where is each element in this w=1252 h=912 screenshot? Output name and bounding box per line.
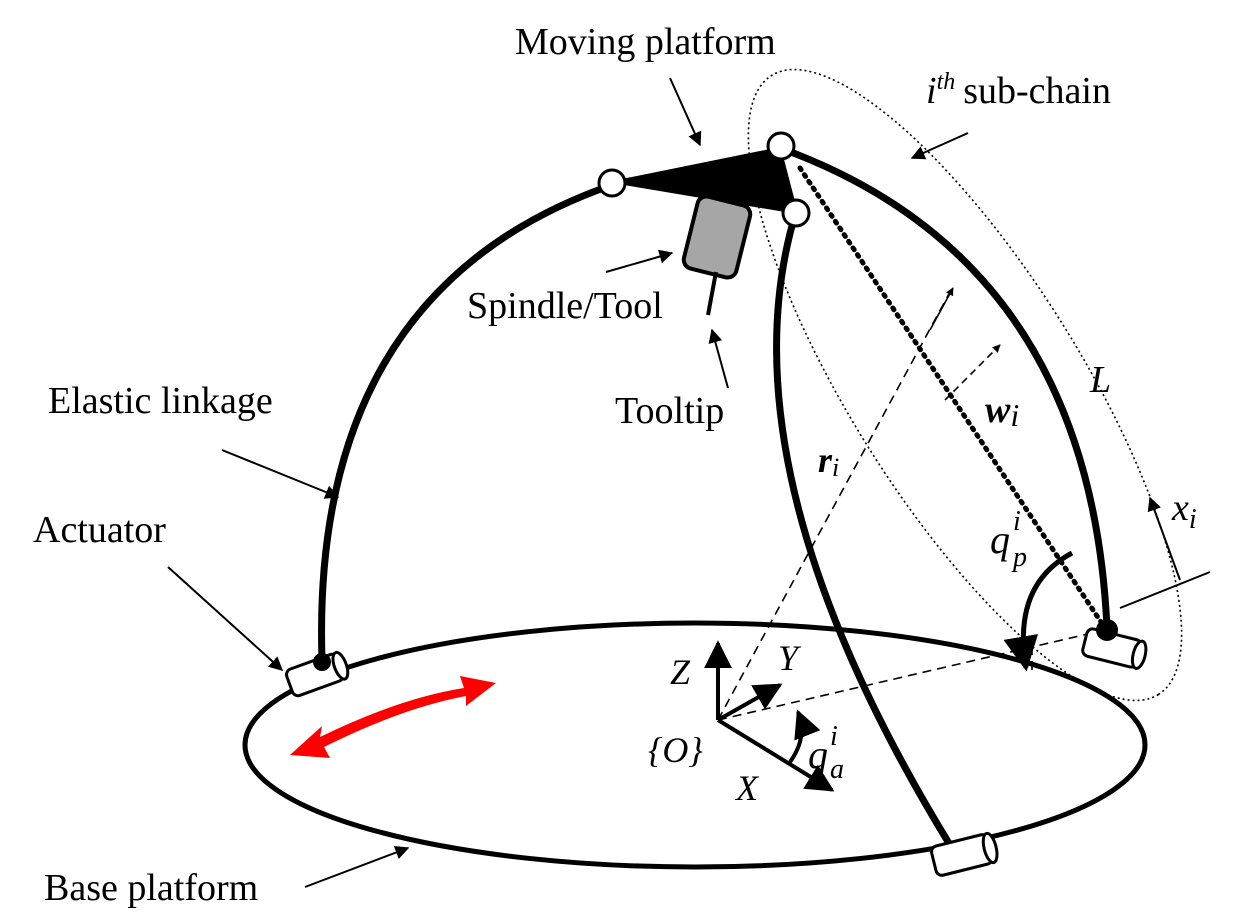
spindle-tool-label: Spindle/Tool — [467, 285, 663, 327]
base-radius-line — [717, 629, 1106, 721]
tooltip-stem — [706, 271, 718, 316]
qp-angle-arc — [1003, 550, 1074, 672]
right-linkage — [776, 144, 1111, 632]
sub-chain-pointer — [910, 132, 969, 160]
x-axis-arrow — [716, 718, 835, 792]
w-i-label: wi — [985, 389, 1019, 433]
svg-text:q: q — [990, 517, 1010, 562]
label-pointers — [167, 77, 969, 888]
w-vector-dotted — [797, 165, 1108, 631]
svg-text:i: i — [1013, 506, 1021, 537]
tooltip-label: Tooltip — [615, 390, 724, 432]
x-i-label: xi — [1171, 487, 1197, 535]
spindle-pointer — [605, 249, 674, 273]
platform-joint-right — [781, 198, 811, 228]
actuator-right-joint — [1096, 619, 1118, 641]
spindle-tool-body — [681, 194, 753, 280]
base-platform-label: Base platform — [44, 867, 258, 909]
tooltip-pointer — [708, 328, 729, 389]
x-axis-i-arrow — [1147, 496, 1181, 581]
base-platform-ellipse — [242, 620, 1148, 870]
elastic-linkages — [318, 144, 1111, 849]
elastic-linkage-pointer — [221, 449, 340, 499]
origin-label: {O} — [648, 730, 703, 770]
svg-text:i: i — [830, 721, 838, 752]
platform-joint-top — [766, 131, 796, 161]
actuator-label: Actuator — [33, 509, 166, 551]
qa-label: q i a — [808, 721, 844, 785]
front-linkage — [773, 211, 954, 849]
actuator-motion-arrow — [290, 676, 496, 758]
r-vector-line — [717, 291, 951, 721]
z-axis-label: Z — [670, 652, 691, 692]
actuator-left-joint — [313, 653, 331, 671]
moving-platform-pointer — [669, 77, 702, 147]
elastic-linkage-label: Elastic linkage — [48, 380, 273, 422]
base-platform-pointer — [304, 845, 410, 888]
moving-platform-label: Moving platform — [515, 21, 776, 63]
y-axis-label: Y — [778, 638, 802, 678]
qa-angle-arc — [788, 709, 821, 764]
left-linkage — [318, 181, 616, 664]
actuator-front — [930, 831, 999, 877]
x-axis-label: X — [734, 768, 760, 808]
x-axis-i-line — [1119, 571, 1211, 609]
sub-chain-outline — [747, 68, 1183, 702]
coordinate-frame — [704, 640, 835, 792]
w-perp-line — [944, 344, 1001, 401]
y-axis-arrow — [717, 683, 783, 722]
platform-joint-left — [597, 168, 627, 198]
L-label: L — [1089, 359, 1111, 401]
svg-text:a: a — [830, 754, 844, 785]
svg-text:p: p — [1011, 542, 1027, 573]
svg-text:q: q — [808, 732, 828, 777]
r-i-label: ri — [818, 440, 839, 482]
r-vector-arrow — [929, 287, 954, 331]
qp-label: q i p — [990, 506, 1027, 573]
actuator-pointer — [167, 566, 284, 671]
